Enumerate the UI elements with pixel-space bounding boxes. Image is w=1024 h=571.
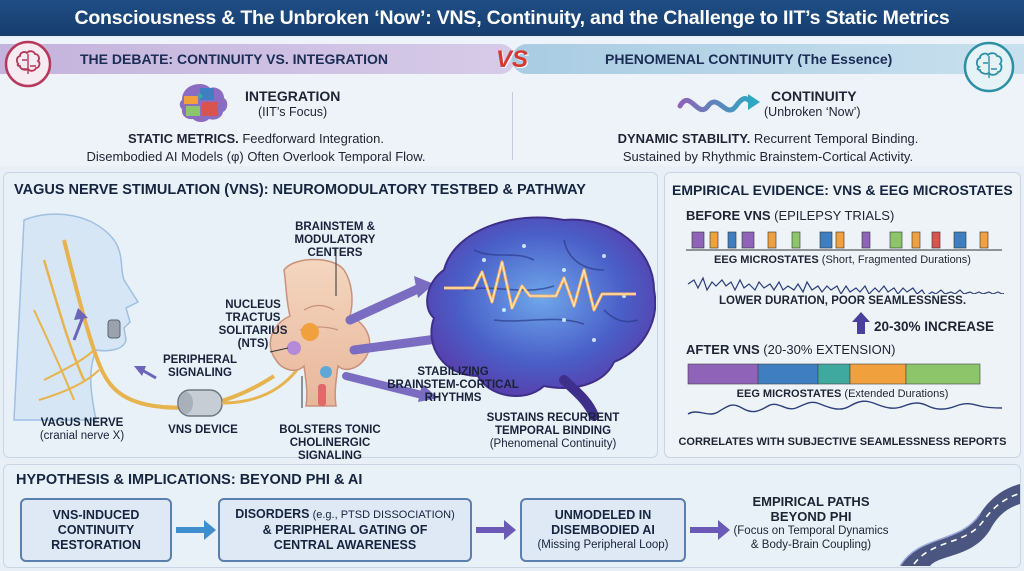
correlates-label: CORRELATES WITH SUBJECTIVE SEAMLESSNESS … — [678, 436, 1007, 448]
puzzle-brain-icon — [179, 84, 228, 122]
vagus-nerve-label: VAGUS NERVE (cranial nerve X) — [39, 417, 125, 442]
microstate-segment — [979, 231, 989, 249]
page-title: Consciousness & The Unbroken ‘Now’: VNS,… — [0, 0, 1024, 36]
microstate-segment — [931, 231, 941, 249]
after-microstates-chart — [687, 363, 1003, 415]
vs-badge: VS — [495, 46, 528, 73]
debate-right-header — [512, 44, 1024, 74]
eeg-after-label: EEG MICROSTATES (Extended Durations) — [736, 388, 949, 400]
microstate-segment — [905, 363, 981, 385]
debate-right-header-text: PHENOMENAL CONTINUITY (The Essence) — [605, 51, 893, 67]
microstate-segment — [819, 231, 833, 249]
continuity-line1: DYNAMIC STABILITY. Recurrent Temporal Bi… — [617, 131, 919, 146]
microstate-segment — [691, 231, 705, 249]
final-paths: EMPIRICAL PATHS BEYOND PHI (Focus on Tem… — [733, 494, 889, 551]
microstate-segment — [757, 363, 819, 385]
microstate-segment — [849, 363, 907, 385]
microstate-segment — [835, 231, 845, 249]
microstate-segment — [741, 231, 755, 249]
hypothesis-title: HYPOTHESIS & IMPLICATIONS: BEYOND PHI & … — [16, 472, 363, 488]
integration-line1: STATIC METRICS. Feedforward Integration. — [128, 131, 384, 146]
arrow-icon — [176, 520, 216, 540]
brain-circuit-icon — [4, 40, 52, 88]
microstate-segment — [687, 363, 759, 385]
microstate-segment — [861, 231, 871, 249]
microstate-segment — [791, 231, 801, 249]
eeg-before-label: EEG MICROSTATES (Short, Fragmented Durat… — [714, 254, 971, 266]
microstate-segment — [767, 231, 777, 249]
lower-duration-label: LOWER DURATION, POOR SEAMLESSNESS. — [718, 295, 967, 307]
microstate-segment — [709, 231, 719, 249]
continuity-sub: (Unbroken ‘Now’) — [764, 105, 861, 119]
before-microstates-chart — [686, 231, 1004, 294]
vns-device-label: VNS DEVICE — [168, 424, 238, 436]
after-vns-label: AFTER VNS (20-30% EXTENSION) — [686, 342, 896, 357]
integration-line2: Disembodied AI Models (φ) Often Overlook… — [86, 149, 426, 164]
integration-label: INTEGRATION — [245, 88, 341, 104]
up-arrow-icon — [852, 312, 870, 334]
vns-pathway-illustration — [13, 213, 656, 421]
microstate-segment — [911, 231, 921, 249]
hypothesis-panel — [3, 464, 1021, 568]
debate-divider — [512, 92, 513, 160]
before-vns-label: BEFORE VNS (EPILEPSY TRIALS) — [686, 208, 895, 223]
continuity-label: CONTINUITY — [771, 88, 857, 104]
microstate-segment — [817, 363, 851, 385]
debate-left-header — [0, 44, 515, 74]
increase-label: 20-30% INCREASE — [874, 319, 995, 334]
brain-circuit-icon — [963, 41, 1015, 93]
integration-sub: (IIT’s Focus) — [258, 105, 328, 119]
debate-left-header-text: THE DEBATE: CONTINUITY VS. INTEGRATION — [80, 51, 389, 67]
road-icon — [900, 484, 1020, 566]
arrow-icon — [476, 520, 516, 540]
evidence-title: EMPIRICAL EVIDENCE: VNS & EEG MICROSTATE… — [672, 182, 1013, 198]
microstate-segment — [727, 231, 737, 249]
wave-arrow-icon — [677, 94, 760, 113]
arrow-icon — [690, 520, 730, 540]
box-disorders: DISORDERS (e.g., PTSD DISSOCIATION) & PE… — [218, 498, 472, 562]
brainstem-label: BRAINSTEM &MODULATORY CENTERS — [294, 221, 376, 259]
microstate-segment — [889, 231, 903, 249]
vns-title: VAGUS NERVE STIMULATION (VNS): NEUROMODU… — [14, 182, 586, 198]
evidence-panel — [664, 172, 1021, 458]
microstate-segment — [953, 231, 967, 249]
continuity-line2: Sustained by Rhythmic Brainstem-Cortical… — [622, 149, 914, 164]
